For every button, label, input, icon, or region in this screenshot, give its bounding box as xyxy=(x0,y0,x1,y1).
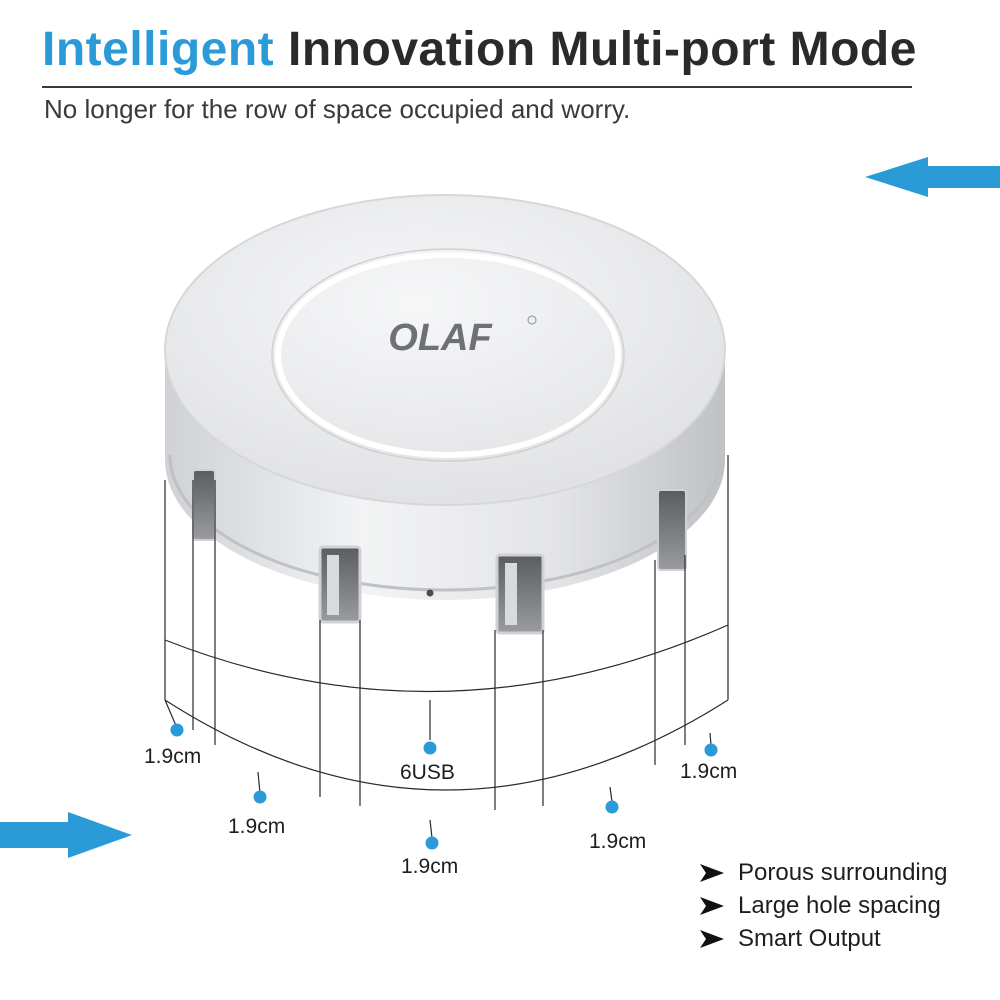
usb-port xyxy=(192,469,216,541)
marker-dot xyxy=(425,836,439,850)
feature-text: Smart Output xyxy=(738,924,881,952)
marker-dot xyxy=(253,790,267,804)
feature-text: Porous surrounding xyxy=(738,858,948,886)
usb-port xyxy=(318,545,362,624)
title-rest: Innovation Multi-port Mode xyxy=(288,23,917,76)
spacing-label: 1.9cm xyxy=(680,760,738,783)
arrowhead-bullet-icon xyxy=(700,929,724,948)
port-count-label: 6USB xyxy=(400,761,455,784)
usb-port xyxy=(495,553,545,635)
arrow-right-icon xyxy=(0,812,132,858)
arrow-left-icon xyxy=(865,157,1000,197)
arrowhead-bullet-icon xyxy=(700,896,724,915)
feature-item: Porous surrounding xyxy=(700,856,947,889)
registered-mark xyxy=(527,315,537,325)
feature-list: Porous surrounding Large hole spacing Sm… xyxy=(700,856,947,955)
title-underline xyxy=(42,86,912,88)
feature-item: Smart Output xyxy=(700,922,947,955)
marker-dot xyxy=(704,743,718,757)
brand-logo: OLAF xyxy=(388,317,493,359)
arrowhead-bullet-icon xyxy=(700,863,724,882)
marker-dot xyxy=(423,741,437,755)
marker-dot xyxy=(605,800,619,814)
title-accent: Intelligent xyxy=(42,23,275,76)
spacing-label: 1.9cm xyxy=(228,815,286,838)
spacing-label: 1.9cm xyxy=(401,855,459,878)
usb-port xyxy=(657,489,687,571)
dimension-guides xyxy=(164,455,729,810)
feature-item: Large hole spacing xyxy=(700,889,947,922)
spacing-label: 1.9cm xyxy=(144,745,202,768)
page-subtitle: No longer for the row of space occupied … xyxy=(44,94,631,124)
feature-text: Large hole spacing xyxy=(738,891,941,919)
page-title: Intelligent Innovation Multi-port Mode xyxy=(42,22,917,77)
spacing-label: 1.9cm xyxy=(589,830,647,853)
dimension-markers xyxy=(164,699,718,850)
usb-hub-device: OLAF xyxy=(164,194,726,635)
marker-dot xyxy=(170,723,184,737)
status-led xyxy=(426,589,434,597)
